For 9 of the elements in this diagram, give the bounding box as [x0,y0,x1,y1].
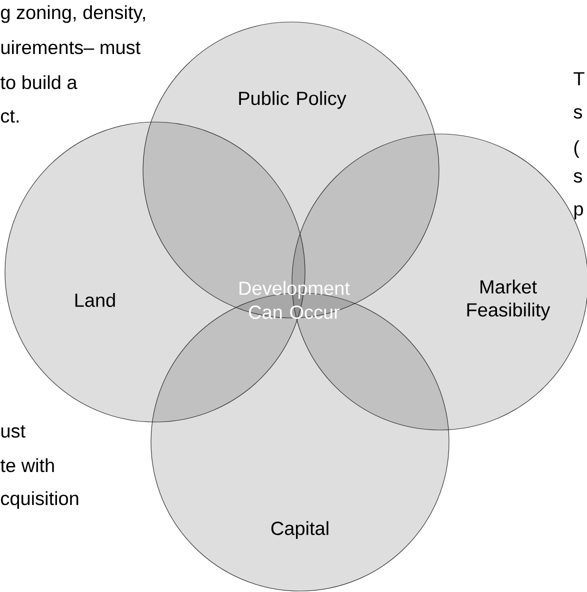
note-text: T [574,72,584,86]
note-text: to build a [0,75,78,90]
note-text: s [574,172,582,183]
note-text: g zoning, density, [1,5,145,23]
note-text: te with [0,458,54,472]
note-text: cquisition [1,491,78,509]
note-text: ct. [1,110,19,123]
note-text: p [574,205,583,220]
note-text: ( [574,140,580,158]
